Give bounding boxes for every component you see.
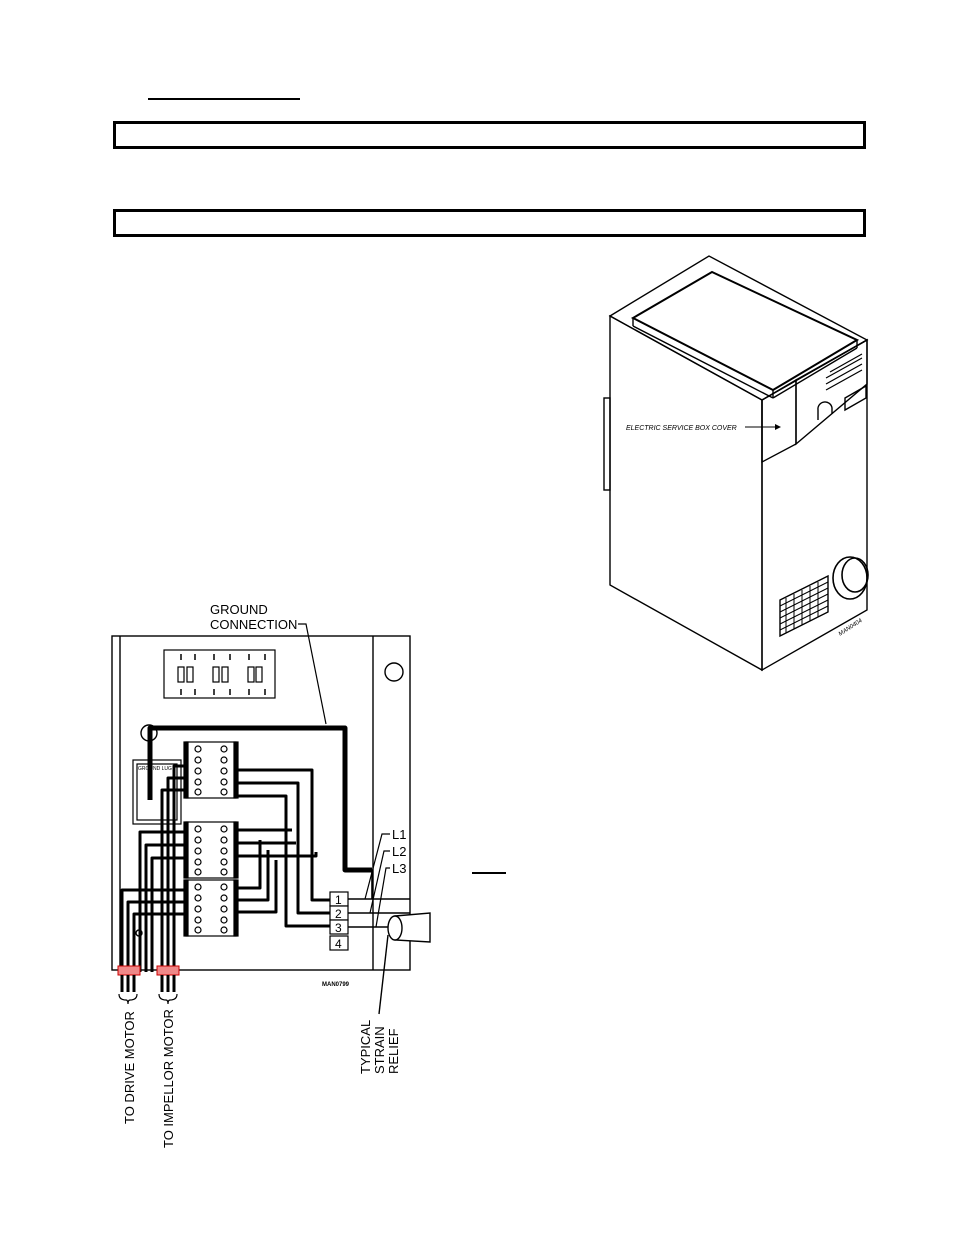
strain-relief-label-line3: RELIEF — [386, 1028, 401, 1074]
terminal-2-label: 2 — [335, 907, 342, 921]
to-drive-motor-label: TO DRIVE MOTOR — [122, 1011, 137, 1124]
heading-underline — [148, 98, 300, 100]
callout-arrowhead — [775, 424, 781, 430]
ground-label: GROUND — [210, 602, 268, 617]
ground-connection-leader — [298, 623, 327, 725]
l3-label: L3 — [392, 861, 406, 876]
ground-lug-label: GROUND LUG — [138, 766, 172, 772]
terminal-block — [329, 891, 349, 951]
l1-label: L1 — [392, 827, 406, 842]
control-switch-panel — [163, 649, 276, 699]
supply-wires — [238, 768, 330, 928]
connection-label: CONNECTION — [210, 617, 297, 632]
strain-relief-label-line1: TYPICAL — [358, 1020, 373, 1074]
to-impellor-motor-label: TO IMPELLOR MOTOR — [161, 1009, 176, 1148]
strain-relief-label-line2: STRAIN — [372, 1026, 387, 1074]
motor-wire-tails — [120, 975, 176, 992]
wiring-drawing-id: MAN0799 — [322, 982, 350, 988]
line-label-leaders — [364, 833, 390, 928]
empty-banner-box-1 — [113, 121, 866, 149]
ground-lug: GROUND LUG — [132, 759, 182, 825]
electrical-enclosure — [111, 635, 411, 971]
contactor-2 — [183, 821, 239, 879]
contactor-1 — [183, 741, 239, 799]
ground-wire — [147, 725, 372, 873]
short-underline — [472, 872, 506, 874]
cabinet-vent-upper — [825, 353, 863, 391]
l2-label: L2 — [392, 844, 406, 859]
empty-banner-box-2 — [113, 209, 866, 237]
cabinet-drawing-id: MAN0404 — [838, 618, 864, 638]
service-box-cover-callout: ELECTRIC SERVICE BOX COVER — [626, 425, 737, 432]
terminal-4-label: 4 — [335, 937, 342, 951]
motor-wires — [120, 764, 184, 972]
contactor-3 — [183, 879, 239, 937]
cabinet-illustration — [603, 255, 869, 672]
cabinet-round-port — [832, 556, 869, 600]
terminal-3-label: 3 — [335, 921, 342, 935]
strain-relief-cable — [378, 912, 431, 1015]
cabinet-vent-lower — [779, 574, 829, 638]
wire-braces — [118, 993, 178, 1005]
terminal-1-label: 1 — [335, 893, 342, 907]
